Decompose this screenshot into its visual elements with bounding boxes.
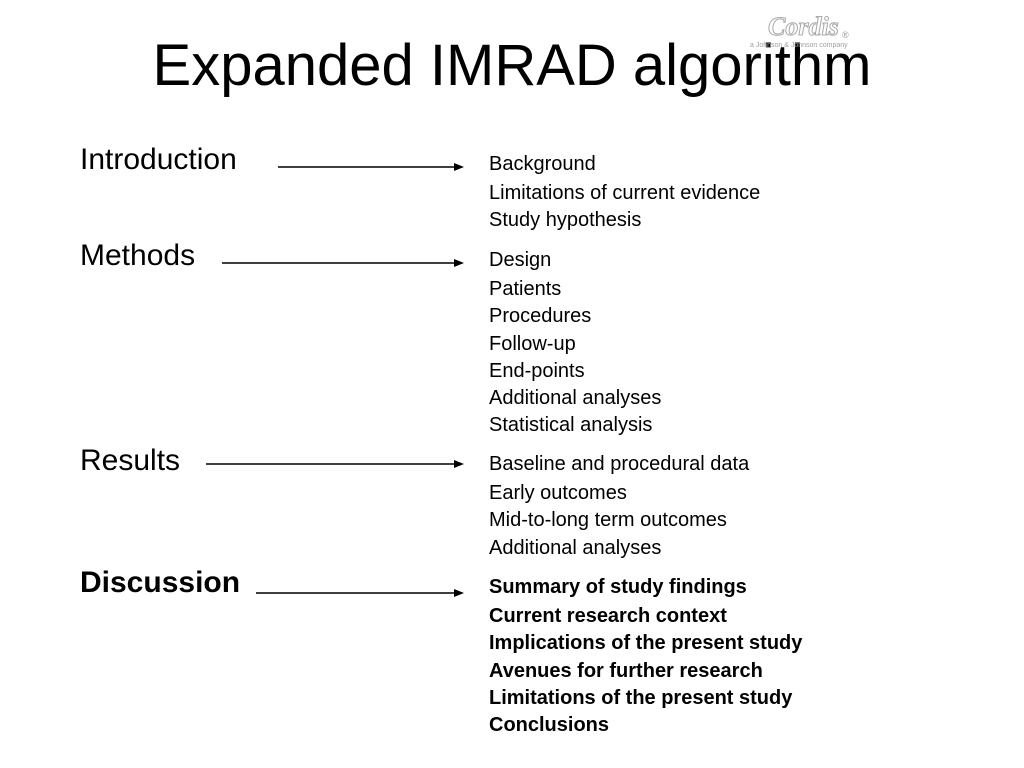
list-item: Summary of study findings bbox=[489, 576, 747, 598]
list-item: Procedures bbox=[489, 305, 592, 328]
discussion-items: Summary of study findings Current resear… bbox=[489, 572, 802, 739]
list-item: Conclusions bbox=[489, 714, 610, 737]
section-label-introduction: Introduction bbox=[80, 143, 237, 176]
list-item: Background bbox=[489, 153, 596, 175]
arrow-introduction bbox=[278, 162, 464, 172]
list-item: Mid-to-long term outcomes bbox=[489, 509, 727, 532]
list-item: Patients bbox=[489, 278, 562, 300]
logo-tagline: a Johnson & Johnson company bbox=[750, 42, 848, 49]
list-item: Additional analyses bbox=[489, 536, 662, 559]
list-item: Study hypothesis bbox=[489, 209, 642, 232]
logo-wordmark: Cordis bbox=[768, 12, 840, 42]
list-item: Early outcomes bbox=[489, 482, 627, 504]
slide-title: Expanded IMRAD algorithm bbox=[152, 33, 872, 98]
section-label-discussion: Discussion bbox=[80, 566, 241, 599]
list-item: Current research context bbox=[489, 605, 727, 627]
list-item: Follow-up bbox=[489, 332, 576, 355]
results-items: Baseline and procedural data Early outco… bbox=[489, 449, 749, 562]
list-item: Design bbox=[489, 249, 552, 271]
section-label-results: Results bbox=[80, 444, 181, 477]
section-label-methods: Methods bbox=[80, 239, 196, 272]
list-item: Limitations of current evidence bbox=[489, 182, 761, 204]
arrow-discussion bbox=[256, 588, 464, 598]
arrow-results bbox=[206, 459, 464, 469]
list-item: Avenues for further research bbox=[489, 659, 763, 682]
methods-items: Design Patients Procedures Follow-up End… bbox=[489, 245, 661, 440]
list-item: Limitations of the present study bbox=[489, 686, 793, 709]
arrow-methods bbox=[222, 258, 464, 268]
list-item: End-points bbox=[489, 359, 585, 382]
list-item: Baseline and procedural data bbox=[489, 453, 750, 475]
list-item: Additional analyses bbox=[489, 387, 662, 410]
logo-registered-mark: ® bbox=[842, 30, 849, 40]
introduction-items: Background Limitations of current eviden… bbox=[489, 149, 760, 235]
cordis-logo: Cordis ® a Johnson & Johnson company bbox=[748, 12, 858, 56]
list-item: Implications of the present study bbox=[489, 632, 803, 655]
list-item: Statistical analysis bbox=[489, 414, 653, 437]
